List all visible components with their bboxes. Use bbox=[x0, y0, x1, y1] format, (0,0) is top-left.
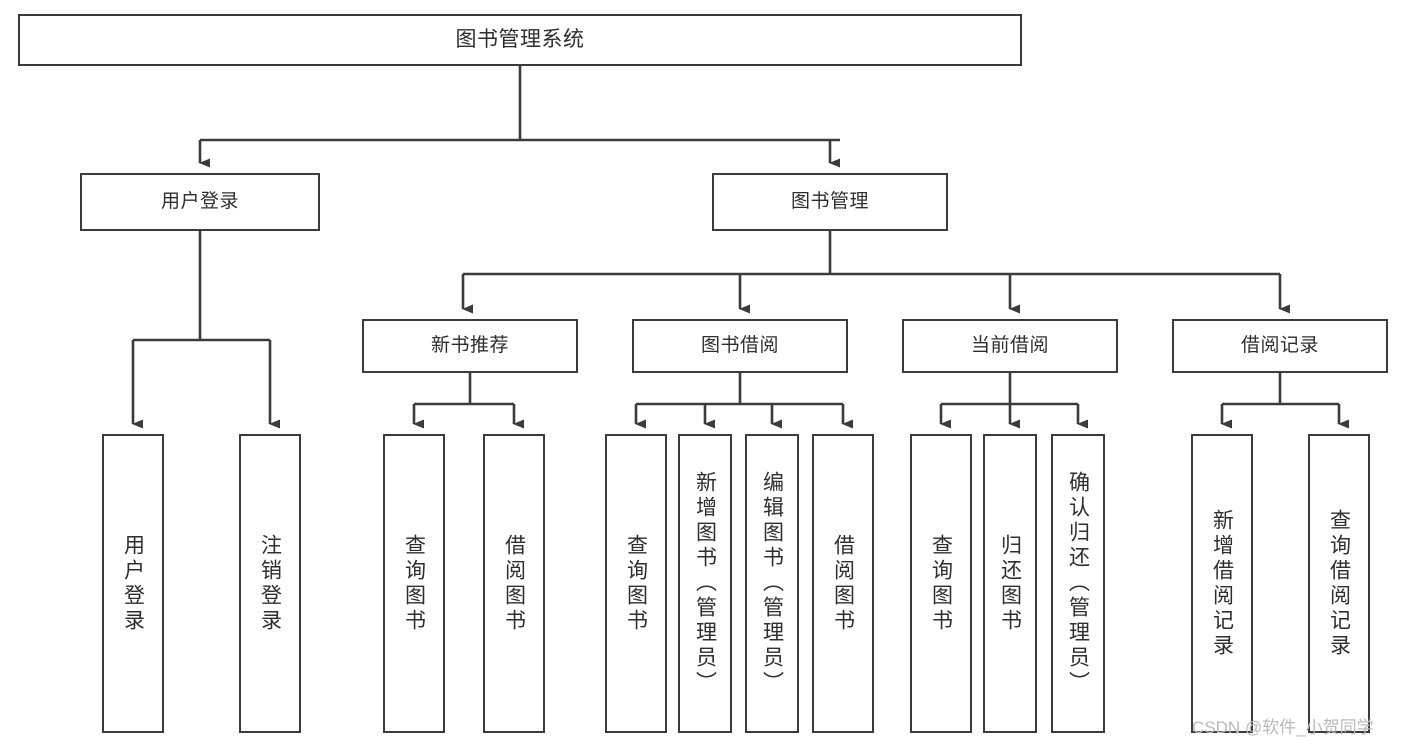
leaf-records-query-record[interactable]: 查询借阅记录 bbox=[1308, 434, 1370, 733]
node-label: 图书管理 bbox=[790, 191, 869, 213]
leaf-current-return-book[interactable]: 归还图书 bbox=[983, 434, 1037, 733]
node-label: 借阅记录 bbox=[1240, 335, 1319, 357]
leaf-user-login-signout[interactable]: 注销登录 bbox=[239, 434, 301, 733]
leaf-recommend-borrow-book[interactable]: 借阅图书 bbox=[483, 434, 545, 733]
node-label: 新增借阅记录 bbox=[1210, 508, 1234, 659]
node-label: 确认归还（管理员） bbox=[1066, 471, 1090, 696]
node-label: 用户登录 bbox=[121, 533, 145, 634]
node-label: 图书借阅 bbox=[700, 335, 779, 357]
leaf-borrow-edit-book-admin[interactable]: 编辑图书（管理员） bbox=[745, 434, 799, 733]
node-label: 借阅图书 bbox=[831, 533, 855, 634]
node-label: 查询图书 bbox=[624, 533, 648, 634]
leaf-records-add-record[interactable]: 新增借阅记录 bbox=[1191, 434, 1253, 733]
node-user-login[interactable]: 用户登录 bbox=[80, 173, 320, 231]
node-label: 新增图书（管理员） bbox=[693, 471, 717, 696]
node-borrow-records[interactable]: 借阅记录 bbox=[1172, 319, 1388, 373]
node-book-borrow[interactable]: 图书借阅 bbox=[632, 319, 848, 373]
node-book-management[interactable]: 图书管理 bbox=[712, 173, 948, 231]
node-root-system[interactable]: 图书管理系统 bbox=[18, 14, 1022, 66]
node-label: 查询借阅记录 bbox=[1327, 508, 1351, 659]
node-label: 新书推荐 bbox=[430, 335, 509, 357]
node-label: 图书管理系统 bbox=[455, 27, 585, 51]
leaf-borrow-borrow-book[interactable]: 借阅图书 bbox=[812, 434, 874, 733]
node-label: 用户登录 bbox=[160, 191, 239, 213]
node-current-borrow[interactable]: 当前借阅 bbox=[902, 319, 1118, 373]
leaf-borrow-query-book[interactable]: 查询图书 bbox=[605, 434, 667, 733]
node-label: 归还图书 bbox=[998, 533, 1022, 634]
leaf-user-login-signin[interactable]: 用户登录 bbox=[102, 434, 164, 733]
node-label: 编辑图书（管理员） bbox=[760, 471, 784, 696]
leaf-recommend-query-book[interactable]: 查询图书 bbox=[383, 434, 445, 733]
leaf-current-query-book[interactable]: 查询图书 bbox=[910, 434, 972, 733]
node-label: 当前借阅 bbox=[970, 335, 1049, 357]
node-label: 查询图书 bbox=[929, 533, 953, 634]
node-label: 借阅图书 bbox=[502, 533, 526, 634]
leaf-current-confirm-return-admin[interactable]: 确认归还（管理员） bbox=[1051, 434, 1105, 733]
node-label: 查询图书 bbox=[402, 533, 426, 634]
watermark-text: CSDN @软件_小贺同学 bbox=[1192, 718, 1374, 737]
node-new-book-recommend[interactable]: 新书推荐 bbox=[362, 319, 578, 373]
node-label: 注销登录 bbox=[258, 533, 282, 634]
leaf-borrow-add-book-admin[interactable]: 新增图书（管理员） bbox=[678, 434, 732, 733]
